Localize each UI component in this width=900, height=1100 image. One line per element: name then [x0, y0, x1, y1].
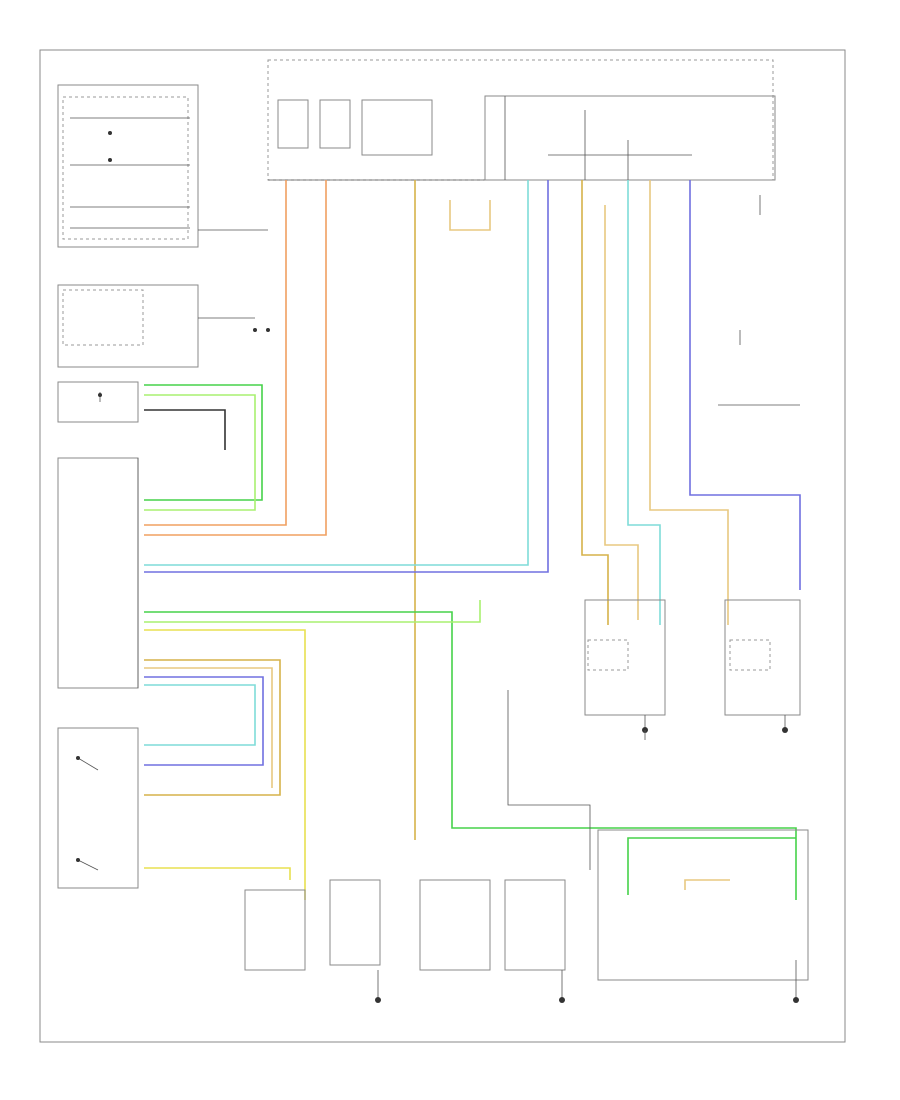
wire-blue-1: [144, 180, 549, 573]
wire-tan-6: [144, 667, 273, 788]
wire-tan-top: [449, 200, 491, 231]
multifunction-switch: [57, 727, 139, 889]
wire-orange-1: [144, 180, 287, 526]
lamp-module-2: [329, 879, 381, 966]
wire-orange-2: [144, 180, 327, 536]
ground-symbols: [375, 730, 799, 1003]
wire-tan-5: [144, 659, 281, 796]
wire-tan-2: [581, 180, 609, 625]
wire-green-2: [144, 394, 256, 511]
diagram-border: [39, 49, 846, 1043]
wire-cyan-2: [627, 180, 661, 625]
instrument-panel-cluster: [57, 84, 268, 248]
wire-tan-4: [649, 180, 729, 625]
lamp-module-4: [504, 879, 566, 971]
wire-green-3: [144, 611, 797, 900]
body-control-module: [57, 457, 139, 689]
wire-cyan-1: [144, 180, 529, 566]
air-bag-module: [57, 381, 139, 423]
lamp-assembly-left: [584, 599, 666, 733]
lamp-module-1: [244, 889, 306, 971]
lamp-assembly-right: [724, 599, 801, 733]
fuse-relay-center: [267, 59, 776, 181]
wire-green-4: [144, 600, 481, 623]
wire-black-ground: [144, 409, 591, 870]
right-side-components: [718, 195, 800, 406]
wire-tan-3: [604, 205, 639, 620]
wire-blue-3: [144, 676, 264, 766]
wire-yellow-1: [144, 629, 306, 900]
lamp-module-3: [419, 879, 491, 971]
wire-green-1: [144, 384, 263, 501]
wire-yellow-2: [144, 867, 291, 880]
hazard-switch: [57, 284, 270, 368]
wire-cyan-3: [144, 684, 256, 746]
wire-blue-2: [689, 180, 801, 590]
lamp-module-5: [597, 829, 809, 981]
